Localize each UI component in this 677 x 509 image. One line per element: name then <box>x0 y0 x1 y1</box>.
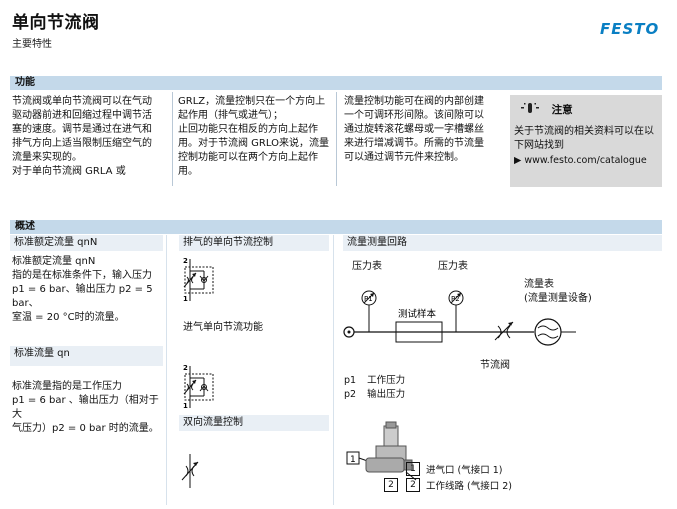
flow-measurement-circuit: P1 测试样本 P2 <box>343 290 576 346</box>
text-line: 流量来实现的。 <box>12 152 82 163</box>
legend-text: 输出压力 <box>367 389 406 400</box>
bidirectional-throttle-symbol <box>181 454 199 488</box>
function-bar-label: 功能 <box>15 77 35 88</box>
note-box: 注意 关于节流阀的相关资料可以在以下网站找到 ▶ www.festo.com/c… <box>510 95 662 187</box>
divider <box>166 235 167 505</box>
gauge-label: 压力表 <box>352 261 382 272</box>
text-line: 流量控制功能可在阀的内部创建 <box>344 96 484 107</box>
text-line: 对于单向节流阀 GRLA 或 <box>12 166 126 177</box>
page-subtitle: 主要特性 <box>12 39 52 50</box>
text-line: p1 = 6 bar 、输出压力（相对于大 <box>12 395 159 420</box>
arrow-right-icon: ▶ <box>514 155 522 166</box>
text-line: 用。对于节流阀 GRLO来说，流量 <box>178 138 329 149</box>
overview-bar-label: 概述 <box>15 221 35 232</box>
port-label: 2 <box>183 257 188 265</box>
port-number: 1 <box>350 455 356 465</box>
port-number-box: 2 <box>384 478 398 492</box>
subheader: 双向流量控制 <box>179 415 329 431</box>
legend-symbol: p1 <box>344 375 357 386</box>
text-line: 标准额定流量 qnN <box>12 256 96 267</box>
text-block: 标准流量指的是工作压力 p1 = 6 bar 、输出压力（相对于大 气压力）p2… <box>10 380 163 436</box>
overview-col-3: 流量测量回路 <box>343 235 662 251</box>
check-throttle-supply-symbol: 2 1 <box>183 364 214 410</box>
sample-label: 测试样本 <box>398 308 437 320</box>
text-line: 标准流量指的是工作压力 <box>12 381 122 392</box>
legend-p2: p2 输出压力 <box>344 386 405 400</box>
divider <box>333 235 334 505</box>
divider <box>336 92 337 186</box>
text-line: 气压力）p2 = 0 bar 时的流量。 <box>12 423 159 434</box>
overview-col-1b: 标准流量 qn 标准流量指的是工作压力 p1 = 6 bar 、输出压力（相对于… <box>10 346 163 436</box>
overview-col-2c: 双向流量控制 <box>179 415 329 431</box>
note-header: 注意 <box>516 101 573 118</box>
text-line: p1 = 6 bar、输出压力 p2 = 5 bar、 <box>12 284 153 309</box>
note-title: 注意 <box>551 103 573 116</box>
text-block: 标准额定流量 qnN 指的是在标准条件下，输入压力 p1 = 6 bar、输出压… <box>10 255 163 325</box>
text-line: 一个可调环形间隙。该间隙可以 <box>344 110 484 121</box>
legend-text: 工作压力 <box>367 375 406 386</box>
check-throttle-exhaust-symbol: 2 1 <box>183 257 214 303</box>
port-label: 1 <box>183 295 188 303</box>
port-label: 2 <box>183 364 188 372</box>
text-line: 驱动器前进和回缩过程中调节活 <box>12 110 152 121</box>
p1-label: P1 <box>364 295 373 303</box>
note-icon <box>516 101 544 118</box>
text-line: 排气方向上适当限制压缩空气的 <box>12 138 152 149</box>
overview-col-2: 排气的单向节流控制 <box>179 235 329 251</box>
legend-p1: p1 工作压力 <box>344 372 405 386</box>
text-line: 起作用（排气或进气）； <box>178 110 283 121</box>
port-number-box: 1 <box>406 462 420 476</box>
valve-product-image: 1 <box>346 421 417 481</box>
text-line: 可以通过调节元件来控制。 <box>344 152 464 163</box>
note-link[interactable]: ▶ www.festo.com/catalogue <box>514 155 647 166</box>
overview-col-1: 标准额定流量 qnN 标准额定流量 qnN 指的是在标准条件下，输入压力 p1 … <box>10 235 163 325</box>
subheader: 进气单向节流功能 <box>179 320 329 336</box>
port-1-label: 进气口 (气接口 1) <box>426 465 503 476</box>
port-label: 1 <box>183 402 188 410</box>
text-line: 用。 <box>178 166 198 177</box>
port-2-label: 工作线路 (气接口 2) <box>426 481 512 492</box>
overview-bar: 概述 <box>10 220 662 234</box>
legend-symbol: p2 <box>344 389 357 400</box>
subheader: 标准流量 qn <box>10 346 163 366</box>
overview-col-2b: 进气单向节流功能 <box>179 320 329 336</box>
subheader: 标准额定流量 qnN <box>10 235 163 251</box>
text-line: 指的是在标准条件下，输入压力 <box>12 270 152 281</box>
port-number-box: 2 <box>406 478 420 492</box>
throttle-label: 节流阀 <box>480 360 510 371</box>
text-line: 通过旋转滚花螺母或一字槽螺丝 <box>344 124 484 135</box>
p2-label: P2 <box>451 295 460 303</box>
text-line: 节流阀或单向节流阀可以在气动 <box>12 96 152 107</box>
gauge-label: 压力表 <box>438 261 468 272</box>
note-link-text[interactable]: www.festo.com/catalogue <box>524 155 647 166</box>
text-line: 来进行增减调节。所需的节流量 <box>344 138 484 149</box>
function-bar: 功能 <box>10 76 662 90</box>
function-col-1: 节流阀或单向节流阀可以在气动 驱动器前进和回缩过程中调节活 塞的速度。调节是通过… <box>12 95 172 179</box>
festo-logo: FESTO <box>600 20 660 38</box>
function-col-2: GRLZ，流量控制只在一个方向上 起作用（排气或进气）； 止回功能只在相反的方向… <box>178 95 338 179</box>
subheader: 排气的单向节流控制 <box>179 235 329 251</box>
function-col-3: 流量控制功能可在阀的内部创建 一个可调环形间隙。该间隙可以 通过旋转滚花螺母或一… <box>344 95 504 165</box>
text-line: 室温 = 20 °C时的流量。 <box>12 312 125 323</box>
text-line: GRLZ，流量控制只在一个方向上 <box>178 96 326 107</box>
flowmeter-sublabel: (流量测量设备) <box>524 293 592 304</box>
flowmeter-label: 流量表 <box>524 279 554 290</box>
text-line: 止回功能只在相反的方向上起作 <box>178 124 318 135</box>
subheader: 流量测量回路 <box>343 235 662 251</box>
note-text: 关于节流阀的相关资料可以在以下网站找到 <box>514 126 654 151</box>
text-line: 控制功能可以在两个方向上起作 <box>178 152 318 163</box>
divider <box>172 92 173 186</box>
text-line: 塞的速度。调节是通过在进气和 <box>12 124 152 135</box>
page-title: 单向节流阀 <box>12 13 100 33</box>
